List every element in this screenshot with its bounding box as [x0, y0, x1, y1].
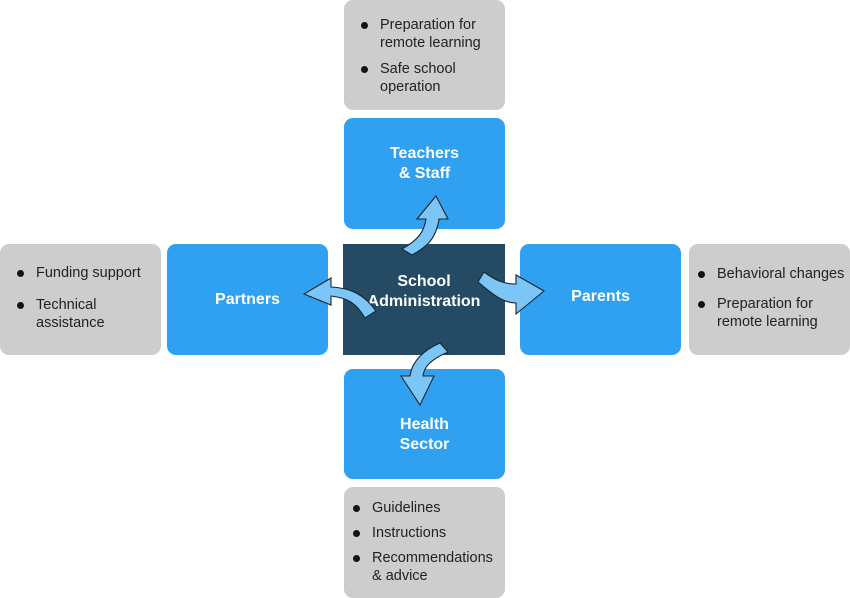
- note-item: Preparation for remote learning: [352, 16, 497, 52]
- note-box-bottom: Guidelines Instructions Recommendations …: [344, 487, 505, 598]
- note-box-left: Funding support Technical assistance: [0, 244, 161, 355]
- note-item: Technical assistance: [8, 296, 153, 332]
- center-school-administration: School Administration: [343, 244, 505, 355]
- node-teachers-staff: Teachers & Staff: [344, 118, 505, 229]
- note-box-top: Preparation for remote learning Safe sch…: [344, 0, 505, 110]
- note-item: Funding support: [8, 264, 153, 282]
- node-partners: Partners: [167, 244, 328, 355]
- node-label: Parents: [571, 287, 630, 305]
- note-item: Preparation for remote learning: [689, 295, 850, 331]
- note-item: Instructions: [344, 524, 505, 542]
- note-item: Recommendations & advice: [344, 549, 505, 585]
- node-parents: Parents: [520, 244, 681, 355]
- center-label: School Administration: [367, 272, 481, 310]
- node-label: Teachers & Staff: [389, 144, 460, 182]
- node-label: Health Sector: [399, 416, 450, 453]
- note-item: Behavioral changes: [689, 265, 850, 283]
- note-box-right: Behavioral changes Preparation for remot…: [689, 244, 850, 355]
- note-item: Safe school operation: [352, 60, 497, 96]
- node-label: Partners: [215, 290, 280, 308]
- note-item: Guidelines: [344, 499, 505, 517]
- node-health-sector: Health Sector: [344, 369, 505, 479]
